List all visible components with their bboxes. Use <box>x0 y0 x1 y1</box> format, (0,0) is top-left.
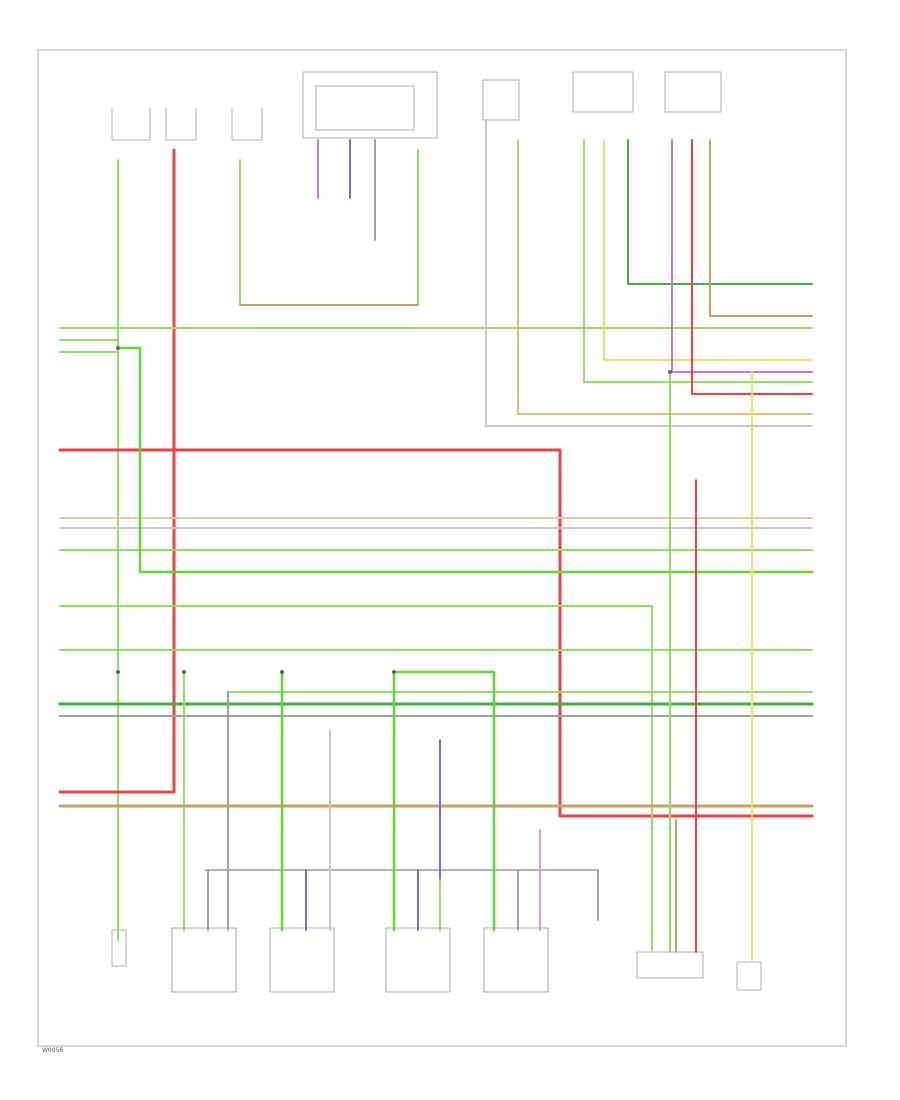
module-component-right <box>664 71 722 113</box>
switch-component-bottom <box>736 961 762 991</box>
ignition-coil-1 <box>171 927 237 993</box>
wire-green <box>239 149 419 306</box>
relay-inner-box <box>315 85 415 131</box>
ignition-coil-2 <box>269 927 335 993</box>
module-component-left <box>482 79 520 121</box>
wire-tan-yellow <box>517 139 813 415</box>
wire-gray <box>485 119 813 427</box>
wire-yellow <box>603 139 813 361</box>
splice-dot <box>280 670 284 674</box>
splice-points <box>116 346 672 674</box>
wire-green <box>583 139 813 383</box>
connector-bracket <box>165 108 197 141</box>
wire-red <box>691 139 813 395</box>
top-components <box>111 71 722 141</box>
splice-dot <box>116 346 120 350</box>
wire-dark-green <box>627 139 813 285</box>
connector-bracket <box>231 108 263 141</box>
wire-bright-green <box>116 346 814 574</box>
bottom-components <box>111 869 762 993</box>
relay-box-component <box>302 71 438 139</box>
splice-dot <box>668 370 672 374</box>
connector-bracket <box>111 108 151 141</box>
wire-bright-green <box>392 670 496 932</box>
footer-code: W0056 <box>42 1047 63 1054</box>
wire-green <box>59 605 653 951</box>
wire-red <box>58 448 814 818</box>
ignition-coil-3 <box>385 927 451 993</box>
splice-dot <box>116 670 120 674</box>
splice-dot <box>182 670 186 674</box>
splice-dot <box>392 670 396 674</box>
wire-tan <box>709 139 813 317</box>
module-component-center <box>572 71 634 113</box>
wire-red <box>58 148 176 794</box>
ignition-coil-4 <box>483 927 549 993</box>
sensor-module-bottom <box>636 951 704 979</box>
diagram-frame <box>37 49 847 1047</box>
wire-harness <box>58 119 814 963</box>
